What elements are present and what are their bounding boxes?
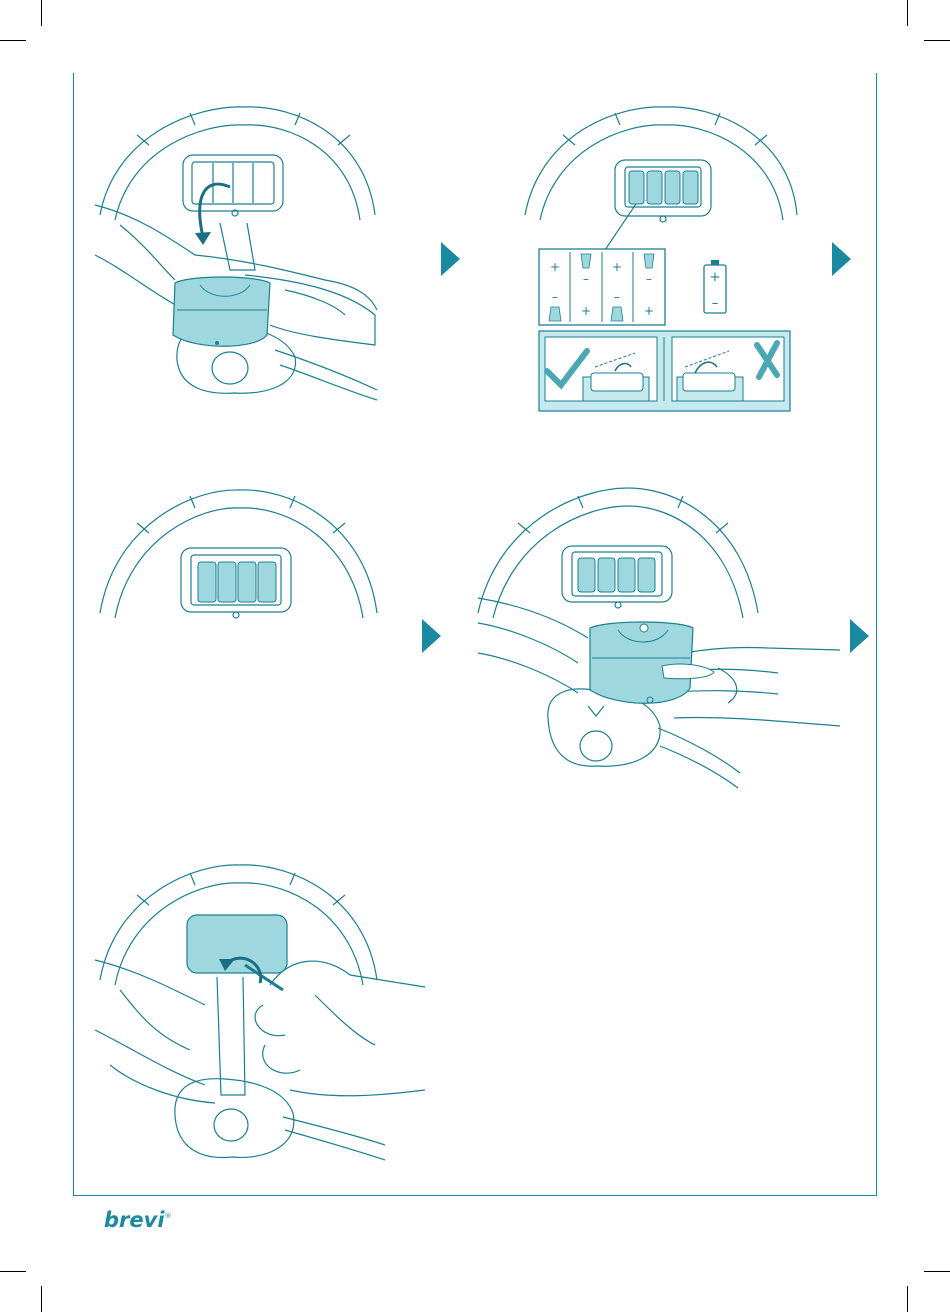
figure-remove-cover [95, 95, 385, 420]
crop-mark [924, 1271, 950, 1272]
brevi-logo: brevi® [104, 1208, 172, 1232]
crop-mark [907, 1286, 908, 1312]
polarity-label: + [644, 304, 654, 318]
crop-mark [41, 0, 42, 26]
polarity-label: + [581, 304, 591, 318]
registered-mark: ® [165, 1212, 172, 1220]
polarity-label: + [550, 260, 560, 274]
figure-replace-cover [478, 478, 840, 798]
polarity-label: – [552, 290, 558, 304]
crop-mark [907, 0, 908, 26]
crop-mark [41, 1286, 42, 1312]
polarity-label: – [614, 290, 620, 304]
battery-icon: + – [704, 260, 726, 313]
svg-text:–: – [712, 296, 719, 311]
next-step-arrow [441, 242, 460, 276]
figure-tighten-screw [95, 855, 425, 1175]
next-step-arrow [832, 242, 851, 276]
figure-batteries-installed [95, 478, 385, 628]
polarity-label: – [646, 272, 652, 286]
svg-text:+: + [710, 270, 721, 285]
crop-mark [0, 1271, 26, 1272]
polarity-label: + [612, 260, 622, 274]
crop-mark [0, 40, 26, 41]
logo-text: brevi [104, 1208, 165, 1232]
next-step-arrow [850, 619, 869, 653]
figure-battery-orientation: + – + – – + – + + – [515, 95, 805, 420]
next-step-arrow [422, 619, 441, 653]
polarity-label: – [583, 272, 589, 286]
crop-mark [924, 40, 950, 41]
